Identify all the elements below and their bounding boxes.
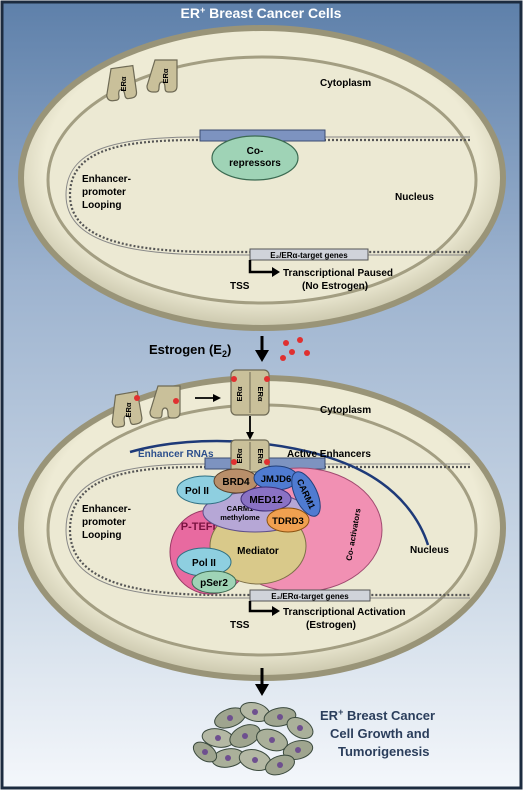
enhancer-rnas-label: Enhancer RNAs — [138, 449, 214, 460]
svg-text:ERα: ERα — [161, 68, 170, 83]
bottom-er-alpha-free: ERα — [111, 390, 143, 428]
svg-text:ERα: ERα — [124, 402, 133, 417]
title: ER+ Breast Cancer Cells — [181, 5, 342, 21]
med12-label: MED12 — [249, 495, 283, 506]
top-nucleus-label: Nucleus — [395, 192, 434, 203]
er-alpha-bound-dimer: ERα ERα — [230, 439, 270, 473]
top-er-alpha-1: ERα — [106, 64, 138, 102]
bottom-er-alpha-free-2 — [149, 385, 181, 419]
enhancer-rna-curve — [129, 439, 430, 546]
top-target-gene-box — [249, 248, 369, 261]
bottom-nucleus-label: Nucleus — [410, 545, 449, 556]
svg-text:ERα: ERα — [235, 448, 244, 463]
bottom-target-gene-box — [249, 589, 371, 602]
coactivator-complex: Co-activators P-TEFb Mediator CARM1 meth… — [169, 465, 383, 595]
top-tss-label: TSS — [230, 281, 250, 292]
bottom-target-genes-label: E₂/ERα-target genes — [271, 592, 349, 601]
svg-text:ERα: ERα — [256, 448, 265, 463]
bottom-dna-strand — [68, 465, 470, 597]
bottom-looping-label-1: Enhancer- — [82, 504, 131, 515]
top-dna-backbone — [65, 136, 470, 256]
top-er-alpha-2: ERα — [146, 59, 178, 93]
outcome-line-2: Cell Growth and — [330, 726, 430, 741]
ptefb-label: P-TEFb — [181, 521, 220, 533]
top-cytoplasm-label: Cytoplasm — [320, 78, 371, 89]
top-target-genes-label: E₂/ERα-target genes — [270, 251, 348, 260]
brd4-label: BRD4 — [222, 477, 250, 488]
tdrd3-label: TDRD3 — [272, 516, 304, 527]
corepressor-label-2: repressors — [229, 158, 281, 169]
corepressor-complex — [211, 135, 299, 181]
er-alpha-dimer: ERα ERα — [230, 369, 270, 416]
tdrd3-blob — [266, 507, 310, 533]
carm1-methylome-label-1: CARM1 — [227, 504, 254, 513]
top-state-label-2: (No Estrogen) — [302, 281, 368, 292]
bottom-tss-label: TSS — [230, 620, 250, 631]
bottom-state-label-2: (Estrogen) — [306, 620, 356, 631]
top-tss-arrow — [248, 260, 272, 274]
pser2-blob — [191, 570, 237, 594]
svg-text:ERα: ERα — [235, 386, 244, 401]
pol2-top-label: Pol II — [185, 486, 209, 497]
bottom-looping-label-2: promoter — [82, 517, 126, 528]
corepressor-label-1: Co- — [247, 146, 264, 157]
bottom-cytoplasm-label: Cytoplasm — [320, 405, 371, 416]
mediator-label: Mediator — [237, 546, 279, 557]
estrogen-arrow — [255, 350, 269, 362]
svg-text:ERα: ERα — [119, 76, 128, 91]
carm1-blob — [291, 471, 321, 517]
bottom-state-label-1: Transcriptional Activation — [283, 607, 405, 618]
outcome-line-1: ER+ Breast Cancer — [320, 707, 435, 723]
outcome-arrow — [255, 684, 269, 696]
bottom-looping-label-3: Looping — [82, 530, 121, 541]
pol2-bottom-label: Pol II — [192, 558, 216, 569]
active-enhancers-label: Active Enhancers — [287, 449, 371, 460]
bottom-tss-arrow — [248, 601, 272, 613]
estrogen-label: Estrogen (E2) — [149, 342, 231, 359]
top-looping-label-2: promoter — [82, 187, 126, 198]
top-dna-strand — [68, 138, 470, 254]
estrogen-molecules — [280, 337, 310, 361]
top-cell: Cytoplasm Nucleus ERα ERα Co- repressors… — [18, 25, 506, 331]
outcome-line-3: Tumorigenesis — [338, 744, 430, 759]
cancer-cell-cluster — [192, 701, 314, 776]
med12-blob — [240, 486, 292, 512]
carm1-methylome-label-2: methylome — [220, 513, 260, 522]
estrogen-step: Estrogen (E2) — [149, 336, 310, 362]
top-looping-label-3: Looping — [82, 200, 121, 211]
pser2-label: pSer2 — [200, 578, 228, 589]
top-state-label-1: Transcriptional Paused — [283, 268, 393, 279]
svg-text:ERα: ERα — [256, 386, 265, 401]
nuclear-entry-arrow — [246, 432, 254, 440]
bottom-dna-backbone — [65, 463, 470, 599]
jmjd6-label: JMJD6 — [261, 474, 292, 485]
dimerization-arrow — [213, 394, 221, 402]
top-looping-label-1: Enhancer- — [82, 174, 131, 185]
